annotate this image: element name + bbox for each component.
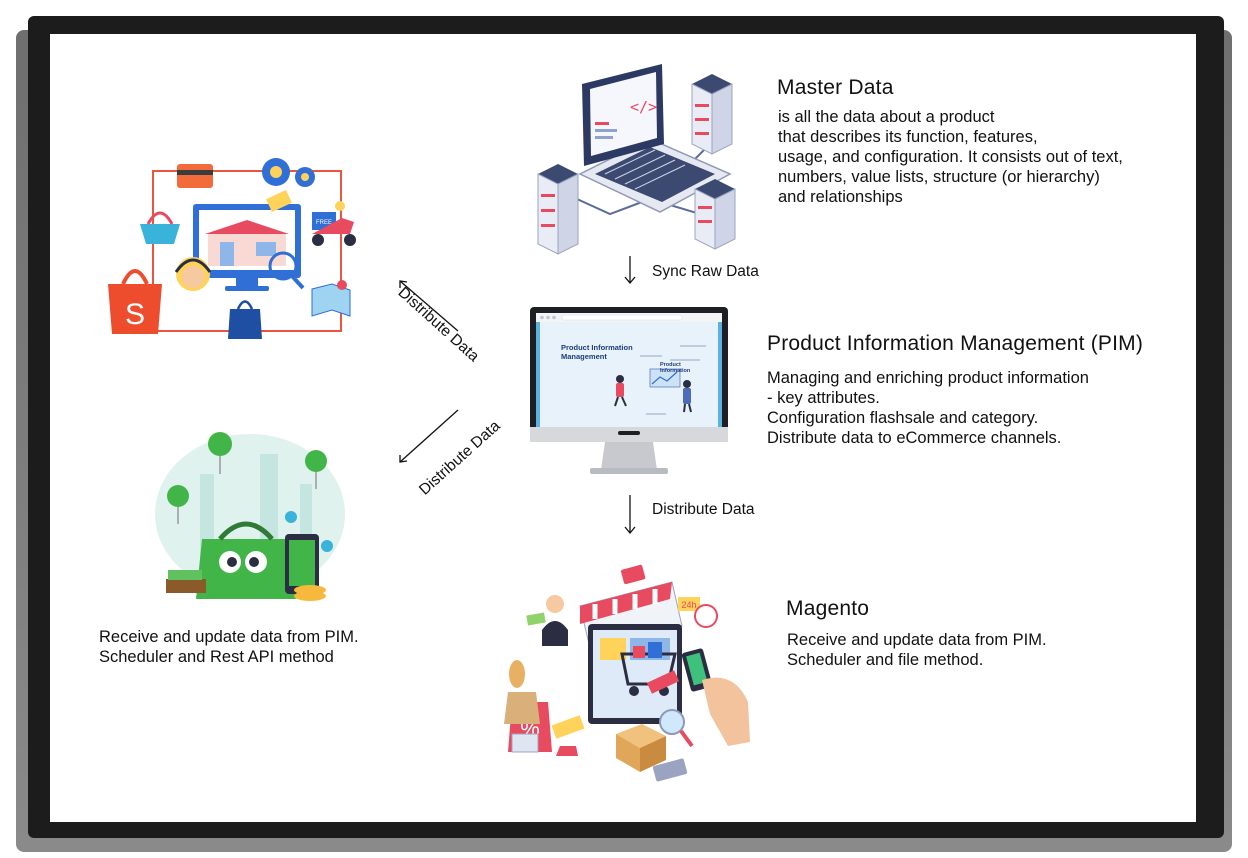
svg-text:</>: </> [630,98,657,116]
pim-line: Configuration flashsale and category. [767,409,1039,427]
pim-screen-heading: Product Information Management [561,343,633,361]
master-data-line: usage, and configuration. It consists ou… [778,148,1123,166]
svg-text:S: S [125,298,145,331]
edges [399,256,636,535]
server-bottom-right [694,179,736,250]
pim-monitor-illustration [530,307,728,474]
distribute-down-left-arrow [399,409,459,463]
distribute-up-left-arrow [399,280,459,332]
shopee-bag-icon: S [108,269,162,334]
pim-description: Managing and enriching product informati… [767,368,1089,448]
pim-screen-subheading: Product Information [660,362,690,374]
pim-screen-subheading-line: Product [660,362,681,368]
master-data-title: Master Data [777,76,894,99]
tokopedia-bag-icon [196,521,296,599]
pim-screen-heading-line: Management [561,352,607,361]
illustrations: </> [108,64,750,782]
magento-description: Receive and update data from PIM. Schedu… [787,630,1047,670]
master-data-line: that describes its function, features, [778,128,1038,146]
channel-a-illustration: S FREE [108,158,356,339]
sync-raw-data-label: Sync Raw Data [652,263,759,280]
master-data-line: is all the data about a product [778,108,995,126]
channel-b-line: Scheduler and Rest API method [99,648,334,666]
pim-screen-heading-line: Product Information [561,343,633,352]
sync-arrow [624,256,636,285]
pim-line: Managing and enriching product informati… [767,369,1089,387]
master-data-illustration: </> [537,64,736,255]
magento-illustration: 24h % [504,564,750,782]
pim-line: Distribute data to eCommerce channels. [767,429,1062,447]
magento-title: Magento [786,597,870,620]
channel-b-illustration [155,432,345,601]
channel-b-description: Receive and update data from PIM. Schedu… [99,627,359,667]
free-badge: FREE [316,220,332,226]
master-data-line: numbers, value lists, structure (or hier… [778,168,1100,186]
server-left [537,164,579,255]
distribute-down-arrow [624,495,636,535]
distribute-down-label: Distribute Data [652,501,755,518]
channel-b-line: Receive and update data from PIM. [99,628,359,646]
magento-line: Receive and update data from PIM. [787,631,1047,649]
master-data-line: and relationships [778,188,903,206]
server-top-right [691,74,733,155]
pim-line: - key attributes. [767,389,880,407]
diagram-canvas: </> [50,34,1196,822]
pim-screen-subheading-line: Information [660,368,691,374]
magento-24h-badge: 24h [681,600,696,610]
master-data-description: is all the data about a product that des… [778,107,1123,207]
magento-line: Scheduler and file method. [787,651,984,669]
pim-title: Product Information Management (PIM) [767,332,1144,355]
